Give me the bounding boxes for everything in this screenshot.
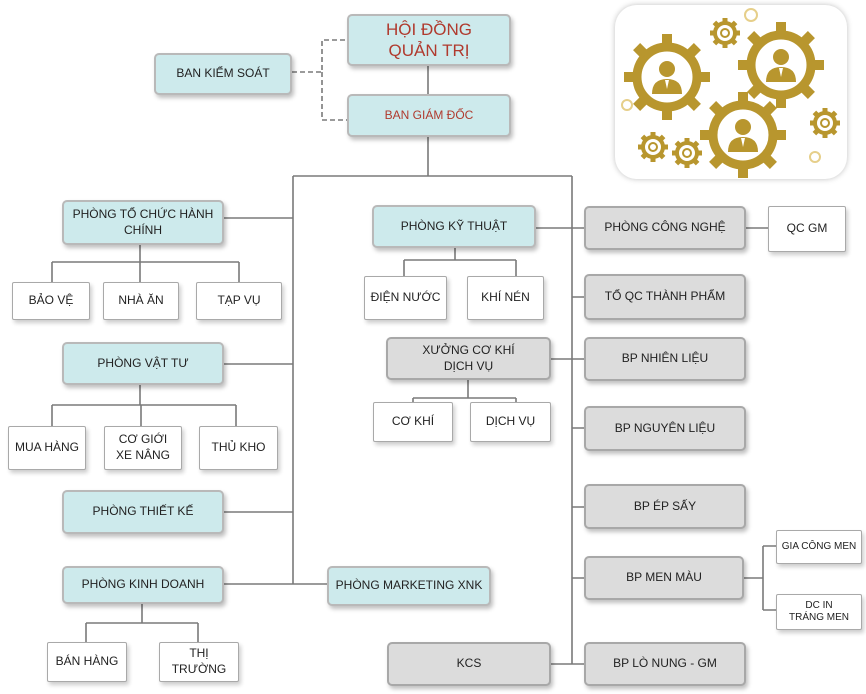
board-of-directors-box: HỘI ĐỒNG QUẢN TRỊ — [347, 14, 511, 66]
admin-child-label: BẢO VỆ — [28, 293, 74, 308]
qc-gm-label: QC GM — [786, 221, 828, 236]
supplies-dept-box: PHÒNG VẬT TƯ — [62, 342, 224, 385]
tech-child-box: ĐIỆN NƯỚC — [364, 276, 447, 320]
admin-child-label: TẠP VỤ — [217, 293, 261, 308]
workshop-child-box: CƠ KHÍ — [373, 402, 453, 442]
tech-child-label: ĐIỆN NƯỚC — [370, 290, 441, 305]
workshop-child-box: DỊCH VỤ — [470, 402, 551, 442]
marketing-dept-label: PHÒNG MARKETING XNK — [335, 578, 483, 593]
supplies-child-box: CƠ GIỚI XE NÂNG — [104, 426, 182, 470]
business-child-box: BÁN HÀNG — [47, 642, 127, 682]
supplies-child-label: MUA HÀNG — [14, 440, 79, 455]
tech-child-box: KHÍ NÉN — [467, 276, 544, 320]
business-dept-box: PHÒNG KINH DOANH — [62, 566, 224, 604]
business-child-box: THỊ TRƯỜNG — [159, 642, 239, 682]
business-dept-label: PHÒNG KINH DOANH — [81, 577, 205, 592]
pressing-dept-label: BP ÉP SẤY — [633, 498, 697, 513]
glaze-dept-box: BP MEN MÀU — [584, 556, 744, 600]
kcs-label: KCS — [456, 656, 482, 671]
workshop-label: XƯỞNG CƠ KHÍ DỊCH VỤ — [422, 342, 515, 373]
tech-dept-label: PHÒNG KỸ THUẬT — [400, 218, 508, 233]
supplies-child-box: MUA HÀNG — [8, 426, 86, 470]
technology-dept-label: PHÒNG CÔNG NGHỆ — [604, 220, 726, 235]
directors-label: BAN GIÁM ĐỐC — [384, 107, 474, 122]
glaze-dept-label: BP MEN MÀU — [626, 570, 702, 585]
technology-dept-box: PHÒNG CÔNG NGHỆ — [584, 206, 746, 250]
materials-dept-label: BP NGUYÊN LIỆU — [614, 420, 716, 435]
materials-dept-box: BP NGUYÊN LIỆU — [584, 406, 746, 451]
design-dept-box: PHÒNG THIẾT KẾ — [62, 490, 224, 534]
design-dept-label: PHÒNG THIẾT KẾ — [92, 504, 194, 519]
admin-child-box: TẠP VỤ — [196, 282, 282, 320]
glaze-child-label: GIA CÔNG MEN — [781, 540, 857, 552]
admin-child-box: NHÀ ĂN — [103, 282, 179, 320]
tech-child-label: KHÍ NÉN — [481, 290, 530, 305]
admin-dept-box: PHÒNG TỔ CHỨC HÀNH CHÍNH — [62, 200, 224, 245]
supplies-dept-label: PHÒNG VẬT TƯ — [97, 355, 189, 370]
admin-child-box: BẢO VỆ — [12, 282, 90, 320]
workshop-child-label: DỊCH VỤ — [485, 414, 536, 429]
workshop-child-label: CƠ KHÍ — [391, 414, 435, 429]
gears-people-icon — [615, 8, 842, 179]
tech-dept-box: PHÒNG KỸ THUẬT — [372, 205, 536, 248]
board-of-directors-label: HỘI ĐỒNG QUẢN TRỊ — [386, 19, 472, 60]
admin-dept-label: PHÒNG TỔ CHỨC HÀNH CHÍNH — [72, 206, 214, 237]
admin-child-label: NHÀ ĂN — [118, 293, 164, 308]
workshop-box: XƯỞNG CƠ KHÍ DỊCH VỤ — [386, 337, 551, 380]
supervisory-board-label: BAN KIỂM SOÁT — [176, 66, 270, 81]
qc-finished-label: TỔ QC THÀNH PHẨM — [604, 289, 726, 304]
supplies-child-box: THỦ KHO — [199, 426, 278, 470]
marketing-dept-box: PHÒNG MARKETING XNK — [327, 566, 491, 606]
glaze-child-label: DC IN TRÁNG MEN — [789, 599, 849, 624]
gears-people-logo — [615, 5, 847, 179]
kiln-dept-box: BP LÒ NUNG - GM — [584, 642, 746, 686]
glaze-child-box: DC IN TRÁNG MEN — [776, 594, 862, 630]
pressing-dept-box: BP ÉP SẤY — [584, 484, 746, 529]
qc-gm-box: QC GM — [768, 206, 846, 252]
supplies-child-label: THỦ KHO — [211, 440, 266, 455]
business-child-label: THỊ TRƯỜNG — [171, 646, 227, 676]
directors-box: BAN GIÁM ĐỐC — [347, 94, 511, 137]
kcs-box: KCS — [387, 642, 551, 686]
business-child-label: BÁN HÀNG — [55, 654, 119, 669]
fuel-dept-box: BP NHIÊN LIỆU — [584, 337, 746, 381]
qc-finished-box: TỔ QC THÀNH PHẨM — [584, 274, 746, 320]
kiln-dept-label: BP LÒ NUNG - GM — [613, 656, 717, 671]
supplies-child-label: CƠ GIỚI XE NÂNG — [115, 432, 170, 462]
supervisory-board-box: BAN KIỂM SOÁT — [154, 53, 292, 95]
glaze-child-box: GIA CÔNG MEN — [776, 530, 862, 564]
fuel-dept-label: BP NHIÊN LIỆU — [621, 351, 709, 366]
